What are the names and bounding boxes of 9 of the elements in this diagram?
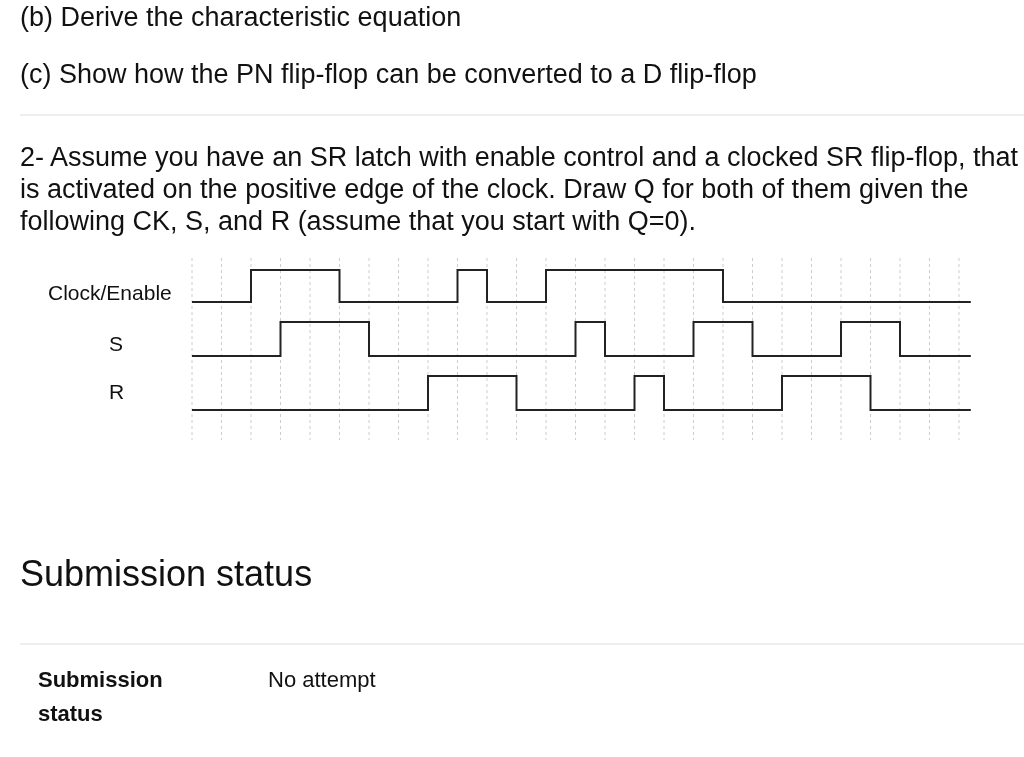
- signal-label: R: [109, 380, 125, 403]
- question-text: (b) Derive the characteristic equation: [20, 1, 463, 33]
- signal-label: S: [109, 332, 123, 355]
- table-header: Submission status: [38, 667, 163, 726]
- signal-label: Clock/Enable: [48, 281, 172, 304]
- question-paragraph: 2- Assume you have an SR latch with enable control and a clocked SR flip-flop, that is activated on the positive edge of the clock. Draw Q for both of them given the following CK, S, and R (assume that you start with Q=0).: [20, 141, 1020, 237]
- table-cell: No attempt: [268, 667, 376, 692]
- section-heading: Submission status: [20, 552, 314, 595]
- question-text: (c) Show how the PN flip-flop can be converted to a D flip-flop: [20, 58, 758, 90]
